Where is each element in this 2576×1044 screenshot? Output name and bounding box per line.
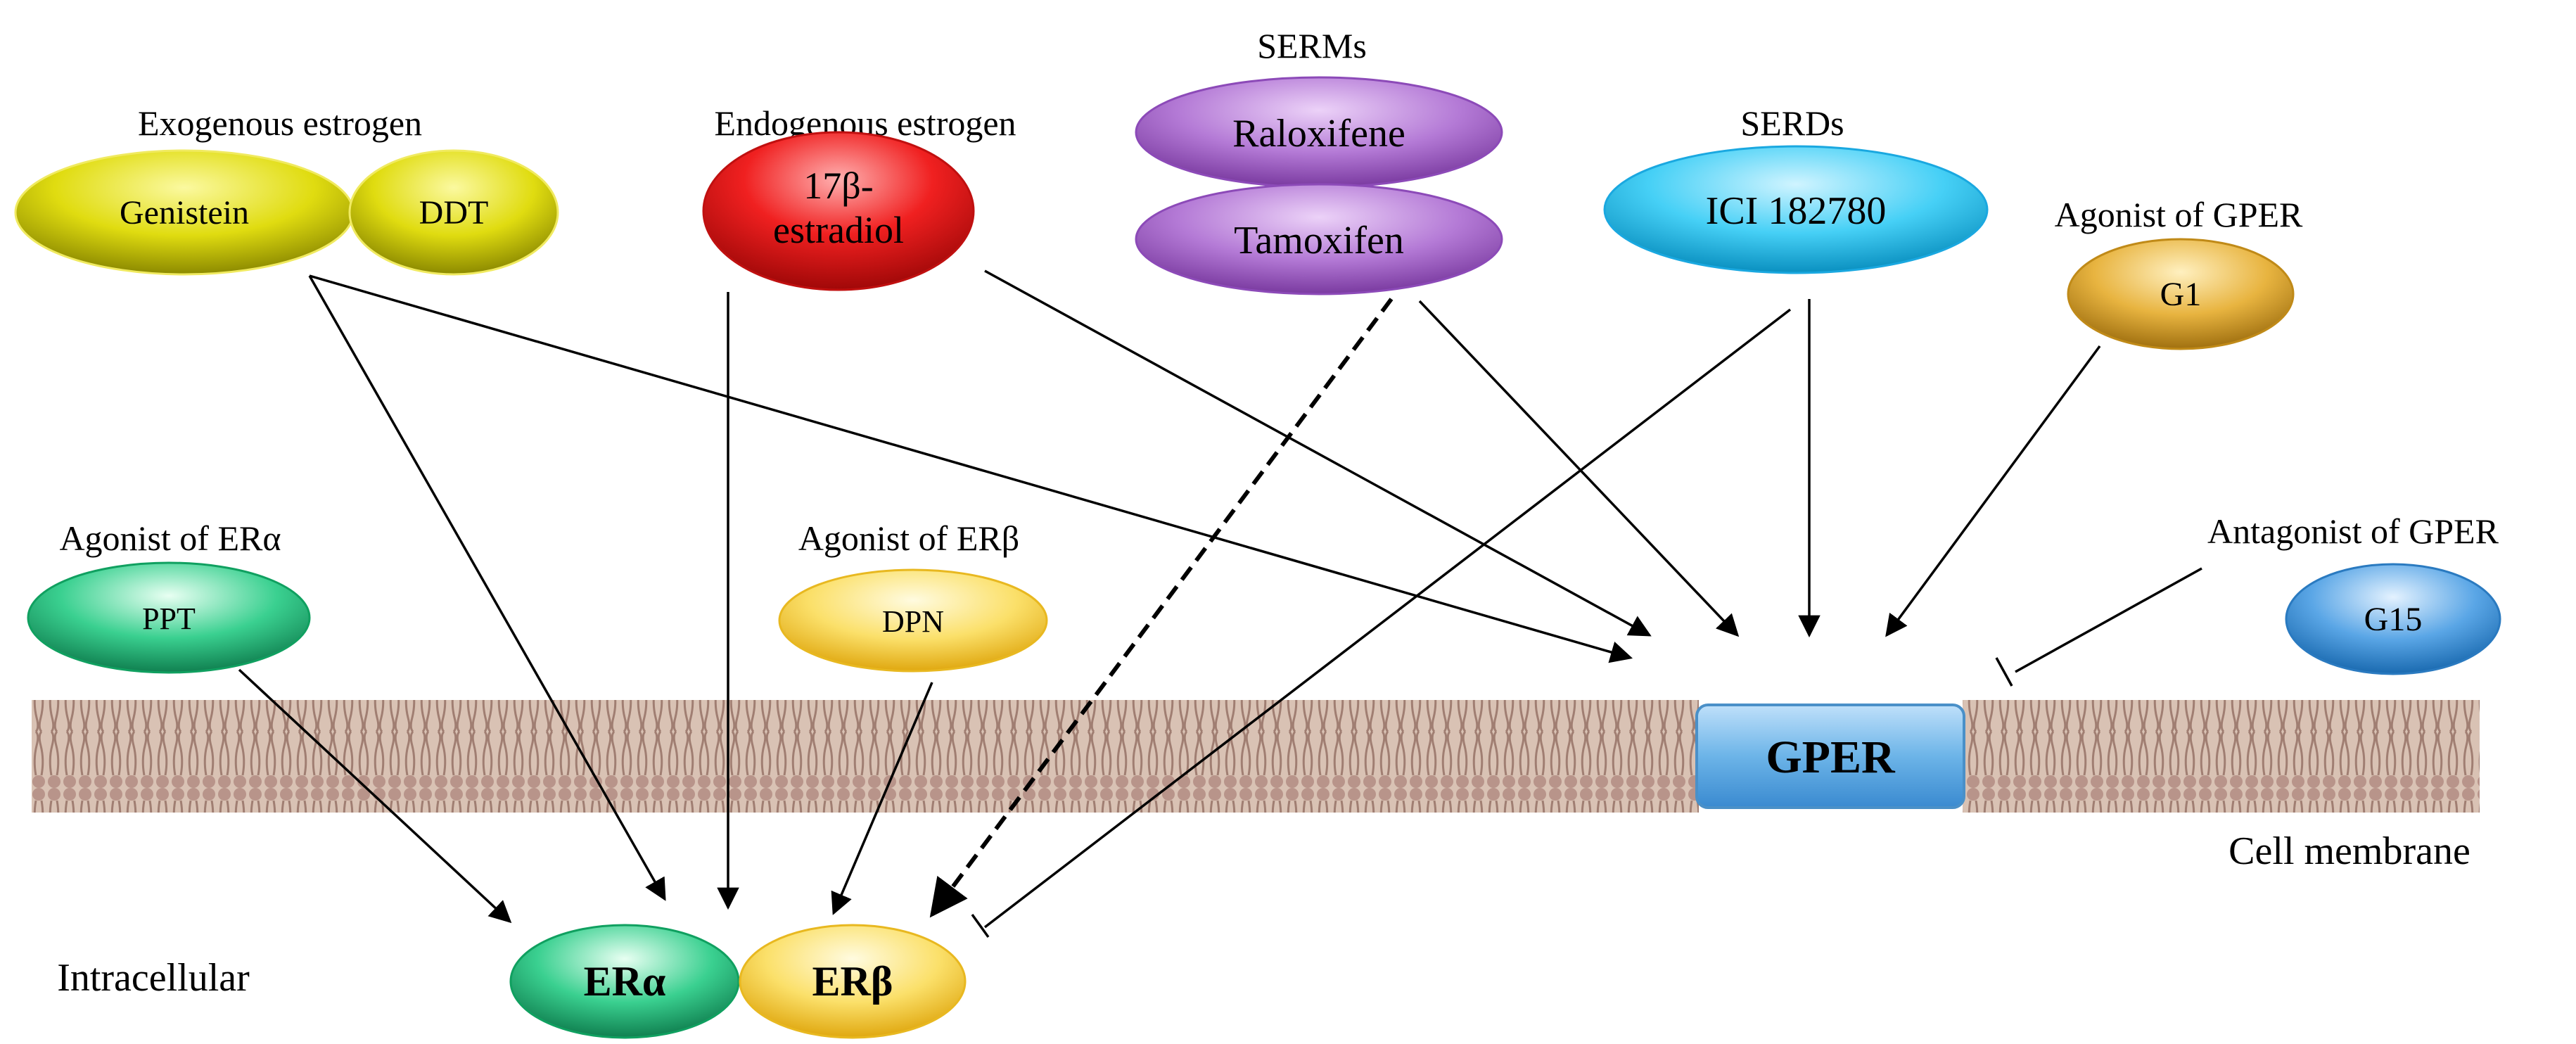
inhibit-ici-erb-bar	[971, 913, 990, 938]
compound-tamoxifen: Tamoxifen	[1135, 183, 1503, 295]
svg-text:Genistein: Genistein	[120, 194, 249, 231]
gper-label: GPER	[1766, 732, 1896, 783]
compound-g15: G15	[2285, 563, 2501, 675]
arrow-genistein-gper	[309, 274, 1633, 663]
arrow-g1-gper	[1885, 345, 2101, 637]
svg-text:ERα: ERα	[584, 958, 666, 1005]
arrow-tamoxifen-erb-dashed	[929, 298, 1394, 918]
svg-text:Raloxifene: Raloxifene	[1232, 112, 1405, 155]
svg-text:estradiol: estradiol	[773, 209, 904, 251]
arrow-genistein-era	[308, 275, 666, 901]
svg-text:17β-: 17β-	[803, 165, 873, 207]
compound-ddt: DDT	[348, 149, 559, 276]
label-serds: SERDs	[1740, 103, 1844, 143]
svg-text:G1: G1	[2160, 276, 2202, 313]
svg-text:DPN: DPN	[882, 604, 944, 639]
compound-raloxifene: Raloxifene	[1135, 76, 1503, 189]
arrow-estradiol-gper	[984, 269, 1652, 637]
label-agonist-erb: Agonist of ERβ	[798, 518, 1019, 558]
svg-text:DDT: DDT	[419, 194, 489, 231]
label-agonist-era: Agonist of ERα	[59, 518, 281, 558]
svg-text:G15: G15	[2364, 601, 2423, 638]
inhibit-g15-gper-bar	[1995, 657, 2013, 687]
label-intracellular: Intracellular	[57, 956, 250, 1000]
gper-receptor: GPER	[1695, 704, 1965, 809]
svg-text:Tamoxifen: Tamoxifen	[1234, 219, 1404, 262]
svg-text:PPT: PPT	[142, 601, 196, 636]
compound-ici-182780: ICI 182780	[1603, 145, 1989, 274]
compound-estradiol: 17β- estradiol	[702, 131, 975, 291]
inhibit-g15-gper	[2015, 567, 2202, 673]
label-cell-membrane: Cell membrane	[2229, 829, 2470, 873]
receptor-er-alpha: ERα	[509, 924, 740, 1039]
group-labels: Exogenous estrogen Endogenous estrogen S…	[57, 26, 2499, 1000]
arrow-tamoxifen-gper	[1418, 300, 1740, 637]
svg-text:ICI 182780: ICI 182780	[1706, 189, 1887, 233]
arrow-dpn-erb	[831, 682, 933, 915]
compound-ppt: PPT	[27, 561, 311, 674]
arrow-ppt-era	[238, 668, 512, 924]
label-serms: SERMs	[1257, 26, 1367, 65]
receptor-er-beta: ERβ	[739, 924, 967, 1039]
compound-g1: G1	[2067, 238, 2295, 350]
arrows	[238, 269, 2202, 938]
label-exogenous-estrogen: Exogenous estrogen	[138, 103, 422, 143]
compound-dpn: DPN	[778, 568, 1048, 673]
compound-genistein: Genistein	[14, 149, 355, 276]
label-antagonist-gper: Antagonist of GPER	[2207, 511, 2499, 551]
cell-membrane	[32, 700, 2480, 813]
svg-text:ERβ: ERβ	[812, 958, 893, 1005]
inhibit-ici-erb	[983, 308, 1792, 929]
label-agonist-gper: Agonist of GPER	[2055, 195, 2303, 234]
